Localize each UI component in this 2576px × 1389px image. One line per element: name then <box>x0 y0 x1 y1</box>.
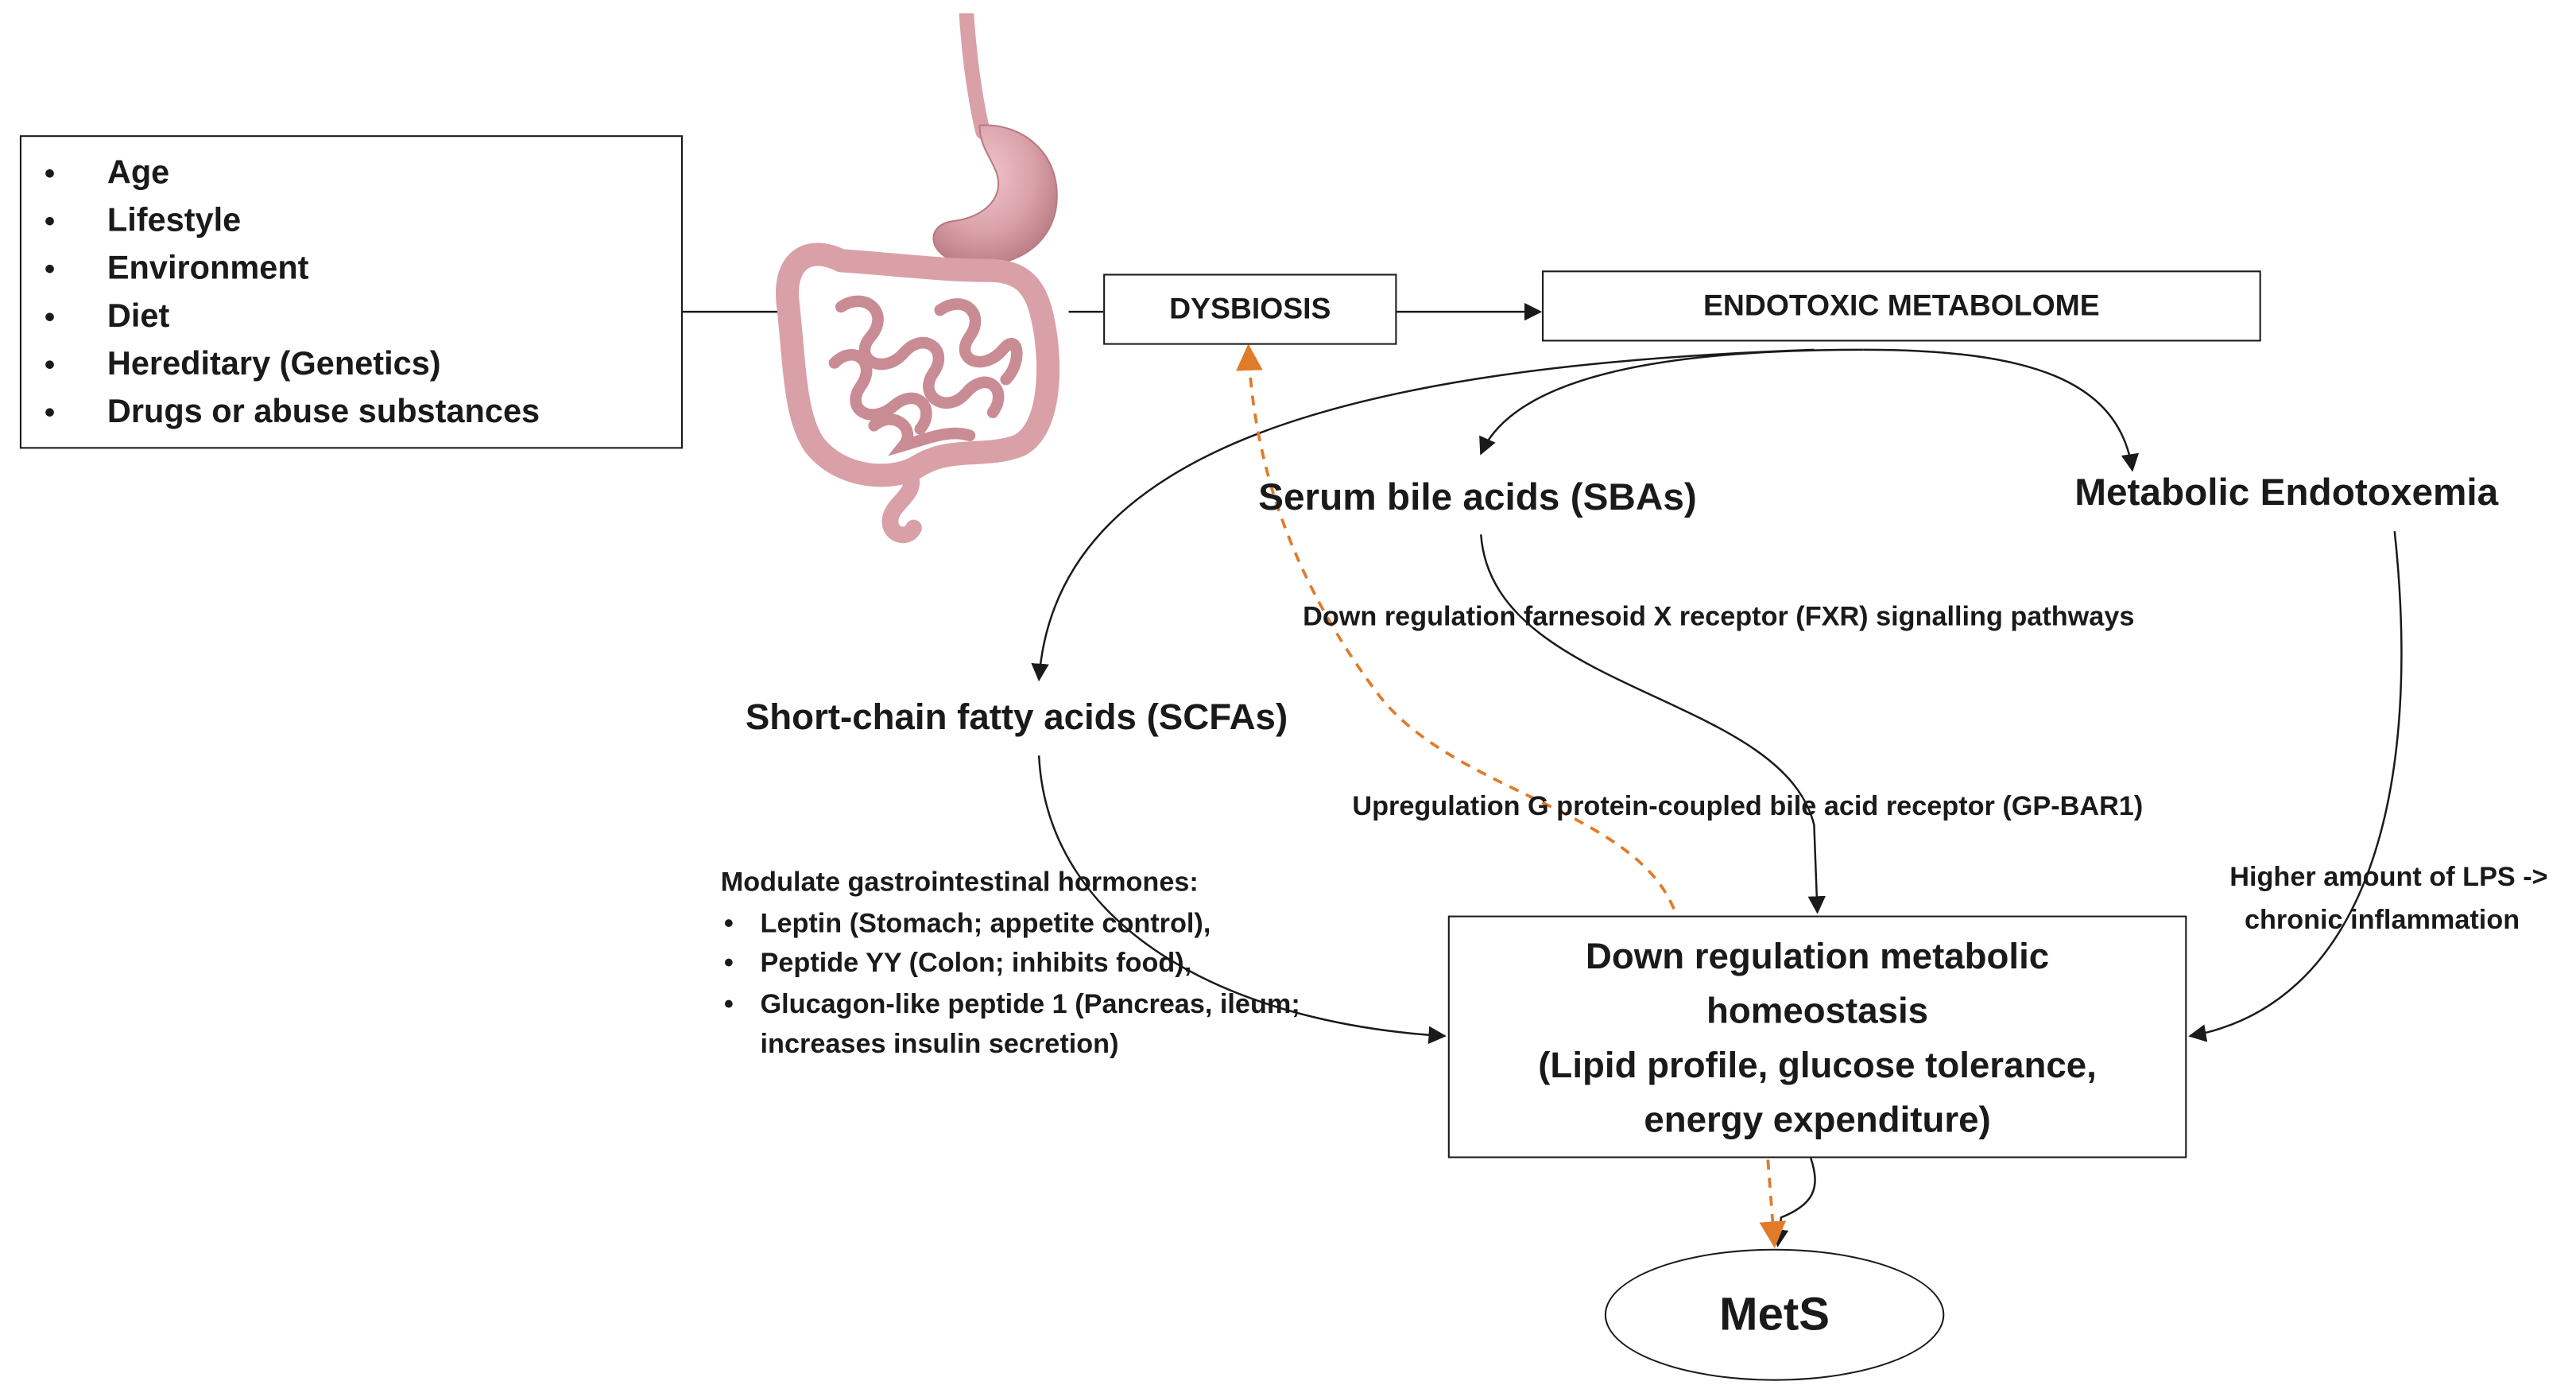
homeostasis-box: Down regulation metabolic homeostasis (L… <box>1447 915 2187 1158</box>
gpbar1-annotation: Upregulation G protein-coupled bile acid… <box>1352 791 2144 822</box>
risk-factors-box: Age Lifestyle Environment Diet Hereditar… <box>19 135 684 449</box>
metabolic-endotoxemia-label: Metabolic Endotoxemia <box>2074 470 2499 514</box>
dysbiosis-label: DYSBIOSIS <box>1169 292 1331 325</box>
sba-to-homeostasis-arrow <box>1480 534 1826 914</box>
mets-ellipse: MetS <box>1604 1248 1945 1381</box>
homeostasis-line: Down regulation metabolic <box>1585 934 2050 976</box>
homeostasis-line: energy expenditure) <box>1644 1097 1991 1139</box>
risk-factor-item: Hereditary (Genetics) <box>21 342 681 390</box>
homeostasis-to-mets-dashed-arrow <box>1759 1159 1787 1248</box>
hormone-item: Leptin (Stomach; appetite control), <box>721 903 1300 944</box>
hormones-annotation: Modulate gastrointestinal hormones: Lept… <box>721 863 1300 1065</box>
hormones-list: Leptin (Stomach; appetite control), Pept… <box>721 903 1300 1065</box>
risk-factor-item: Lifestyle <box>21 198 681 246</box>
homeostasis-line: homeostasis <box>1706 988 1929 1030</box>
metabolome-to-sba-arrow <box>1479 348 1864 456</box>
fxr-annotation: Down regulation farnesoid X receptor (FX… <box>1303 602 2135 632</box>
endotoxic-metabolome-box: ENDOTOXIC METABOLOME <box>1542 270 2261 342</box>
risk-factor-item: Diet <box>21 293 681 341</box>
endotoxemia-to-homeostasis-arrow <box>2188 530 2403 1042</box>
risk-factor-item: Age <box>21 150 681 198</box>
hormones-title: Modulate gastrointestinal hormones: <box>720 867 1199 898</box>
hormone-item: Peptide YY (Colon; inhibits food), <box>721 944 1300 984</box>
scfa-label: Short-chain fatty acids (SCFAs) <box>745 696 1288 738</box>
homeostasis-to-mets-arrow <box>1770 1158 1816 1247</box>
endotoxic-metabolome-label: ENDOTOXIC METABOLOME <box>1703 289 2100 322</box>
serum-bile-acids-label: Serum bile acids (SBAs) <box>1258 475 1697 518</box>
risk-factor-item: Environment <box>21 246 681 293</box>
risk-factor-item: Drugs or abuse substances <box>21 390 681 437</box>
homeostasis-line: (Lipid profile, glucose tolerance, <box>1538 1043 2097 1085</box>
hormone-item: Glucagon-like peptide 1 (Pancreas, ileum… <box>721 984 1300 1025</box>
mets-label: MetS <box>1719 1288 1830 1340</box>
digestive-tract-icon <box>776 13 1060 544</box>
lps-annotation-line2: chronic inflammation <box>2244 906 2520 936</box>
metabolome-to-endotoxemia-arrow <box>1863 348 2140 472</box>
dysbiosis-box: DYSBIOSIS <box>1103 274 1397 345</box>
risk-factors-list: Age Lifestyle Environment Diet Hereditar… <box>21 137 681 437</box>
hormone-item-continuation: increases insulin secretion) <box>760 1029 1119 1060</box>
lps-annotation-line1: Higher amount of LPS -> <box>2229 863 2548 893</box>
